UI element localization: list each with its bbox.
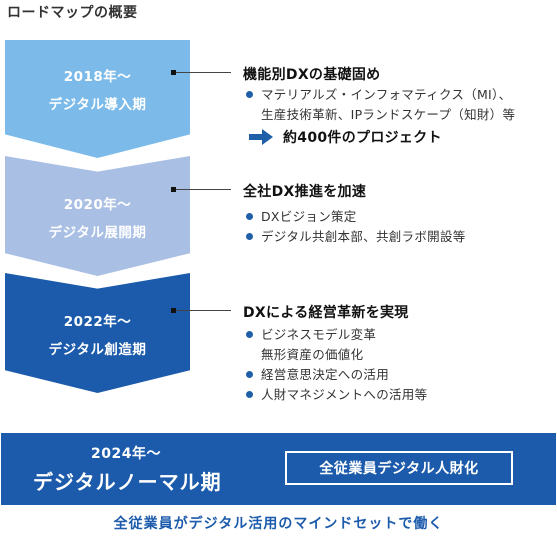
bullet-icon: [246, 331, 253, 338]
list-item: マテリアルズ・インフォマティクス（MI）、: [245, 85, 515, 105]
connector-dot: [171, 187, 176, 192]
arrow-right-icon: [249, 129, 273, 145]
footer-message: 全従業員がデジタル活用のマインドセットで働く: [113, 516, 444, 532]
phase-name: デジタル創造期: [48, 342, 147, 358]
bullet-icon: [246, 233, 253, 240]
result-text: 約400件のプロジェクト: [283, 130, 442, 146]
final-year: 2024年～: [91, 446, 161, 462]
phase-name: デジタル展開期: [48, 225, 147, 241]
bullet-icon: [246, 391, 253, 398]
final-goal-box: 全従業員デジタル人財化: [285, 451, 513, 485]
final-phase-name: デジタルノーマル期: [33, 470, 222, 494]
phase-heading: 全社DX推進を加速: [243, 184, 367, 200]
connector-dot: [171, 70, 176, 75]
final-phase-banner: 2024年～ デジタルノーマル期 全従業員デジタル人財化: [1, 433, 556, 505]
list-item: デジタル共創本部、共創ラボ開設等: [245, 227, 466, 247]
page-title: ロードマップの概要: [7, 5, 138, 21]
connector-line: [176, 310, 231, 311]
bullet-icon: [246, 371, 253, 378]
phase-heading: DXによる経営革新を実現: [243, 305, 409, 321]
phase-chevron-2020: 2020年～ デジタル展開期: [5, 156, 190, 276]
bullet-icon: [246, 213, 253, 220]
list-item: 経営意思決定への活用: [245, 365, 427, 385]
phase-name: デジタル導入期: [48, 97, 147, 113]
phase-year: 2022年～: [63, 314, 132, 330]
bullet-icon: [246, 91, 253, 98]
phase-year: 2018年～: [63, 69, 132, 85]
phase-heading: 機能別DXの基礎固め: [243, 67, 381, 83]
phase-year: 2020年～: [63, 197, 132, 213]
connector-line: [176, 72, 231, 73]
list-item: 人財マネジメントへの活用等: [245, 385, 427, 405]
list-item: DXビジョン策定: [245, 207, 466, 227]
result-row: 約400件のプロジェクト: [249, 127, 442, 147]
phase-item-list: ビジネスモデル変革 無形資産の価値化 経営意思決定への活用 人財マネジメントへの…: [245, 325, 427, 405]
connector-dot: [171, 308, 176, 313]
phase-item-list: DXビジョン策定 デジタル共創本部、共創ラボ開設等: [245, 207, 466, 247]
connector-line: [176, 189, 231, 190]
phase-item-list: マテリアルズ・インフォマティクス（MI）、 生産技術革新、IPランドスケープ（知…: [245, 85, 515, 125]
list-item-continuation: 生産技術革新、IPランドスケープ（知財）等: [261, 107, 516, 122]
phase-chevron-2018: 2018年～ デジタル導入期: [5, 40, 190, 158]
list-item: ビジネスモデル変革: [245, 325, 427, 345]
phase-chevron-2022: 2022年～ デジタル創造期: [5, 273, 190, 393]
list-item-continuation: 無形資産の価値化: [261, 347, 364, 362]
